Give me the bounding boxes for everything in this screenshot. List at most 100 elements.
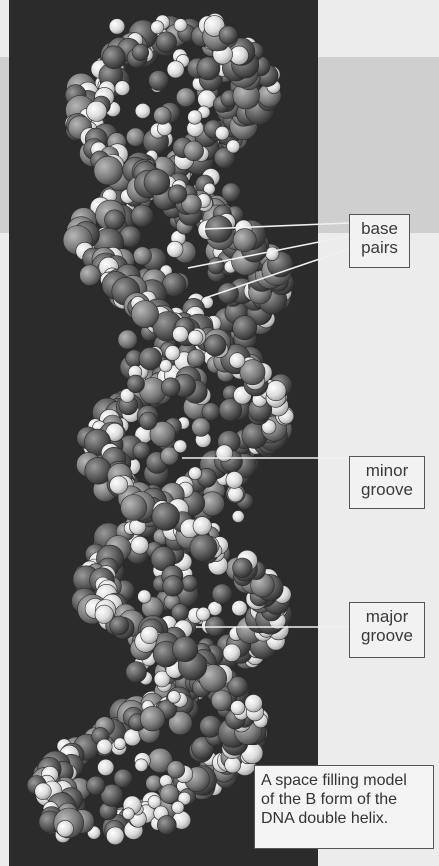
major-groove-label-line2: groove [356, 626, 418, 645]
major-groove-label: major groove [349, 602, 425, 658]
atom-sphere [110, 476, 128, 494]
atom-sphere [233, 558, 253, 578]
atom-sphere [127, 375, 145, 393]
atom-sphere [184, 141, 204, 161]
atom-sphere [97, 739, 112, 754]
base-pairs-label-line1: base [356, 219, 403, 238]
atom-sphere [188, 330, 203, 345]
atom-sphere [212, 584, 232, 604]
atom-sphere [229, 353, 245, 369]
atom-sphere [228, 486, 244, 502]
atom-sphere [86, 101, 106, 121]
atom-sphere [167, 761, 185, 779]
atom-sphere [114, 769, 133, 788]
atom-sphere [114, 738, 126, 750]
atom-sphere [225, 757, 241, 773]
atom-sphere [94, 156, 123, 185]
atom-sphere [167, 61, 184, 78]
atom-sphere [144, 169, 170, 195]
atom-sphere [124, 729, 141, 746]
atom-sphere [188, 349, 205, 366]
atom-sphere [85, 457, 112, 484]
atom-sphere [161, 378, 180, 397]
major-groove-label-line1: major [356, 607, 418, 626]
atom-sphere [157, 816, 176, 835]
atom-sphere [132, 44, 149, 61]
minor-groove-label-line1: minor [356, 461, 418, 480]
atom-sphere [57, 820, 74, 837]
atom-sphere [121, 495, 147, 521]
atom-sphere [168, 185, 187, 204]
atom-sphere [110, 616, 129, 635]
atom-sphere [231, 700, 245, 714]
atom-sphere [86, 776, 105, 795]
atom-sphere [109, 19, 125, 35]
atom-sphere [193, 517, 211, 535]
atom-sphere [168, 691, 181, 704]
atom-sphere [138, 590, 151, 603]
atom-sphere [160, 785, 179, 804]
atom-sphere [149, 71, 169, 91]
atom-sphere [172, 801, 184, 813]
atom-sphere [174, 19, 187, 32]
atom-sphere [188, 110, 202, 124]
atom-sphere [233, 316, 257, 340]
atom-sphere [189, 467, 202, 480]
atom-sphere [156, 32, 177, 53]
minor-groove-label-line2: groove [356, 480, 418, 499]
atom-sphere [227, 140, 240, 153]
atom-sphere [182, 575, 198, 591]
atom-sphere [190, 534, 217, 561]
atom-sphere [154, 107, 172, 125]
atom-sphere [80, 265, 101, 286]
atom-sphere [223, 644, 241, 662]
atom-sphere [126, 128, 144, 146]
atom-sphere [139, 412, 157, 430]
atom-sphere [222, 183, 241, 202]
atom-sphere [245, 694, 263, 712]
atom-sphere [151, 21, 164, 34]
atom-sphere [173, 637, 198, 662]
atom-sphere [131, 301, 158, 328]
atom-sphere [152, 503, 180, 531]
atom-sphere [133, 247, 151, 265]
atom-sphere [176, 88, 195, 107]
atom-sphere [141, 626, 158, 643]
atom-sphere [167, 241, 183, 257]
base-pairs-label: base pairs [349, 214, 410, 268]
atom-sphere [122, 808, 134, 820]
atom-sphere [211, 690, 232, 711]
atom-sphere [216, 445, 233, 462]
caption-line2: of the B form of the [261, 790, 427, 809]
atom-sphere [139, 347, 162, 370]
figure-caption: A space filling model of the B form of t… [254, 765, 434, 849]
atom-sphere [205, 335, 226, 356]
atom-sphere [140, 706, 165, 731]
atom-sphere [215, 126, 229, 140]
atom-sphere [105, 210, 125, 230]
atom-sphere [35, 783, 52, 800]
atom-sphere [126, 662, 147, 683]
atom-sphere [266, 381, 286, 401]
atom-sphere [131, 205, 153, 227]
atom-sphere [146, 775, 162, 791]
atom-sphere [232, 511, 244, 523]
minor-groove-label: minor groove [349, 456, 425, 509]
atom-sphere [135, 103, 150, 118]
atom-sphere [219, 26, 238, 45]
atom-sphere [208, 257, 225, 274]
atom-sphere [233, 229, 256, 252]
atom-sphere [226, 471, 243, 488]
atom-sphere [135, 759, 148, 772]
atom-sphere [232, 600, 247, 615]
atom-sphere [173, 326, 189, 342]
atom-sphere [118, 330, 137, 349]
atom-sphere [102, 46, 125, 69]
atom-sphere [98, 759, 114, 775]
base-pairs-label-line2: pairs [356, 238, 403, 257]
atom-sphere [163, 576, 184, 597]
atom-sphere [165, 346, 180, 361]
atom-sphere [192, 418, 211, 437]
atom-sphere [133, 442, 150, 459]
